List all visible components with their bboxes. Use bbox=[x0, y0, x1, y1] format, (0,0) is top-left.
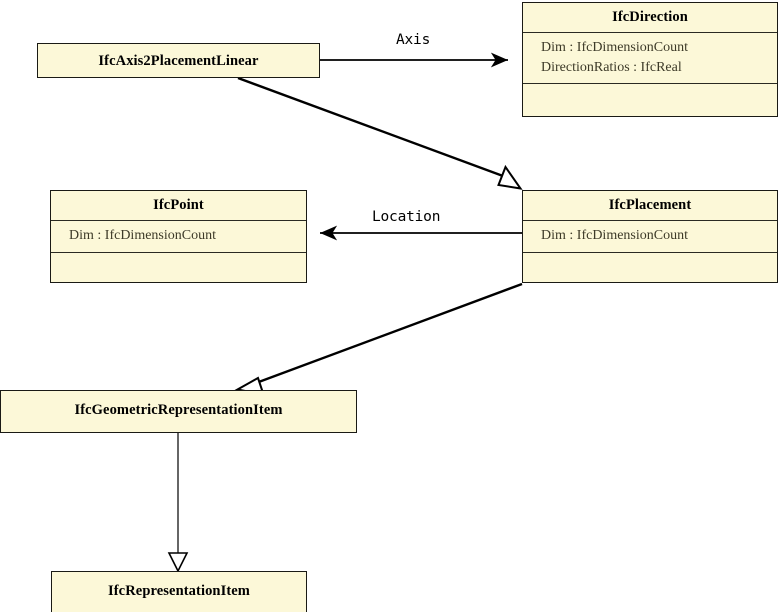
class-name-ifcgeometricrepresentationitem: IfcGeometricRepresentationItem bbox=[74, 402, 283, 418]
class-box-ifcpoint[interactable]: IfcPoint Dim : IfcDimensionCount bbox=[50, 190, 307, 283]
edge-label-axis: Axis bbox=[396, 32, 431, 48]
class-name-ifcdirection: IfcDirection bbox=[612, 9, 688, 25]
edge-generalization-geomitem-repitem bbox=[167, 433, 189, 573]
class-operations-ifcpoint bbox=[51, 253, 306, 270]
class-box-ifcaxis2placementlinear[interactable]: IfcAxis2PlacementLinear bbox=[37, 43, 320, 78]
edge-generalization-placement-geomitem bbox=[234, 282, 523, 396]
class-divider bbox=[51, 219, 306, 221]
edge-generalization-axis-placement bbox=[237, 76, 523, 190]
class-attributes-ifcplacement: Dim : IfcDimensionCount bbox=[523, 221, 777, 252]
class-operations-ifcplacement bbox=[523, 253, 777, 270]
class-attributes-ifcpoint: Dim : IfcDimensionCount bbox=[51, 221, 306, 252]
class-name-ifcplacement: IfcPlacement bbox=[608, 197, 692, 213]
class-divider bbox=[523, 83, 777, 85]
class-name-ifcaxis2placementlinear: IfcAxis2PlacementLinear bbox=[98, 53, 259, 69]
class-box-ifcgeometricrepresentationitem[interactable]: IfcGeometricRepresentationItem bbox=[0, 390, 357, 433]
attribute-row: DirectionRatios : IfcReal bbox=[541, 59, 682, 75]
class-divider bbox=[523, 251, 777, 253]
class-attributes-ifcdirection: Dim : IfcDimensionCount DirectionRatios … bbox=[523, 33, 777, 84]
class-box-ifcdirection[interactable]: IfcDirection Dim : IfcDimensionCount Dir… bbox=[522, 2, 778, 117]
edge-label-location: Location bbox=[372, 209, 441, 225]
class-divider bbox=[523, 219, 777, 221]
class-name-ifcpoint: IfcPoint bbox=[153, 197, 204, 213]
class-operations-ifcdirection bbox=[523, 84, 777, 101]
class-divider bbox=[523, 31, 777, 33]
class-name-ifcrepresentationitem: IfcRepresentationItem bbox=[108, 583, 250, 599]
class-box-ifcrepresentationitem[interactable]: IfcRepresentationItem bbox=[51, 571, 307, 612]
attribute-row: Dim : IfcDimensionCount bbox=[541, 227, 688, 243]
attribute-row: Dim : IfcDimensionCount bbox=[541, 39, 688, 55]
class-box-ifcplacement[interactable]: IfcPlacement Dim : IfcDimensionCount bbox=[522, 190, 778, 283]
class-divider bbox=[51, 251, 306, 253]
attribute-row: Dim : IfcDimensionCount bbox=[69, 227, 216, 243]
